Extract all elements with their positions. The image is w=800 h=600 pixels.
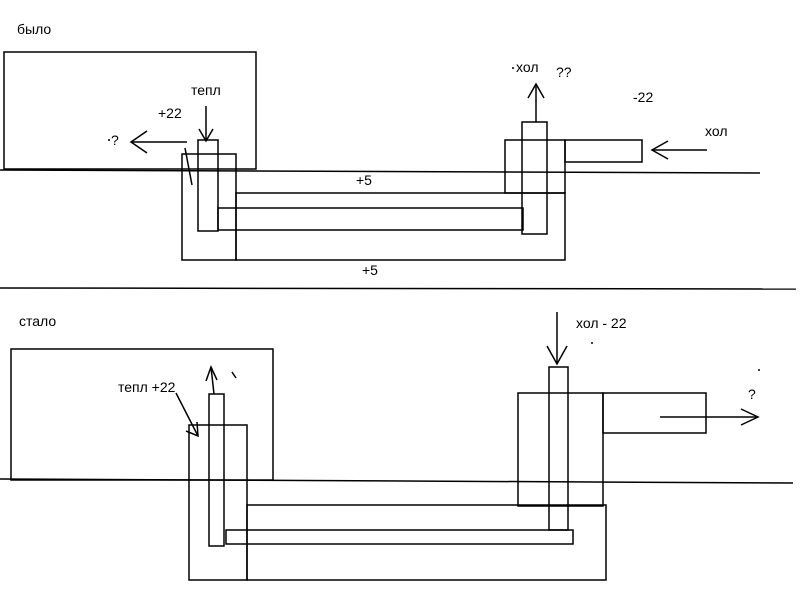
- after-title: стало: [19, 313, 56, 329]
- after-warm-out-arrow: [205, 365, 218, 395]
- after-out-arrow: [660, 408, 760, 426]
- before-warm-in-arrow: [198, 106, 214, 143]
- before-cold-in-label: хол: [705, 123, 728, 139]
- before-cold-out-arrow: [527, 82, 545, 122]
- before-mid-lower-label: +5: [362, 262, 378, 278]
- before-out-question-label: ?: [111, 132, 119, 148]
- after-room-box: [10, 348, 274, 481]
- after-warm-in-arrow: [175, 392, 199, 438]
- before-left-outer-box: [181, 153, 237, 261]
- before-warm-label: тепл: [191, 82, 221, 98]
- after-left-pipe: [208, 393, 225, 547]
- after-out-question-label: ?: [748, 386, 756, 402]
- before-warm-stroke: [184, 147, 193, 186]
- after-cold-label: хол - 22: [576, 315, 627, 331]
- after-left-outer-box: [188, 424, 248, 581]
- stray-dots: [108, 67, 760, 371]
- before-cold-temp-label: -22: [633, 89, 653, 105]
- before-channel-inner: [217, 207, 524, 231]
- before-cold-in-arrow: [650, 140, 707, 160]
- section-divider: [0, 287, 797, 290]
- after-tick-mark: [231, 371, 237, 379]
- before-left-pipe: [197, 139, 219, 232]
- before-right-box: [504, 139, 566, 194]
- after-ground-line: [0, 478, 794, 484]
- before-channel-outer: [235, 192, 566, 261]
- before-out-arrow: [129, 130, 187, 154]
- after-right-box: [517, 392, 604, 507]
- before-cold-out-label: хол: [516, 59, 539, 75]
- before-section: [0, 51, 761, 261]
- before-mid-upper-label: +5: [356, 172, 372, 188]
- before-right-duct: [564, 139, 643, 163]
- before-room-box: [3, 51, 257, 170]
- after-warm-label: тепл +22: [118, 379, 176, 395]
- after-right-pipe: [548, 366, 569, 531]
- before-right-pipe: [521, 121, 548, 235]
- after-right-duct: [602, 392, 707, 434]
- after-section: [0, 312, 794, 581]
- before-ground-line: [0, 169, 761, 174]
- after-channel-inner: [225, 529, 574, 545]
- before-cold-question-label: ??: [556, 64, 572, 80]
- before-title: было: [17, 21, 51, 37]
- before-warm-temp-label: +22: [158, 105, 182, 121]
- after-channel-outer: [246, 504, 607, 581]
- after-cold-in-arrow: [546, 312, 568, 366]
